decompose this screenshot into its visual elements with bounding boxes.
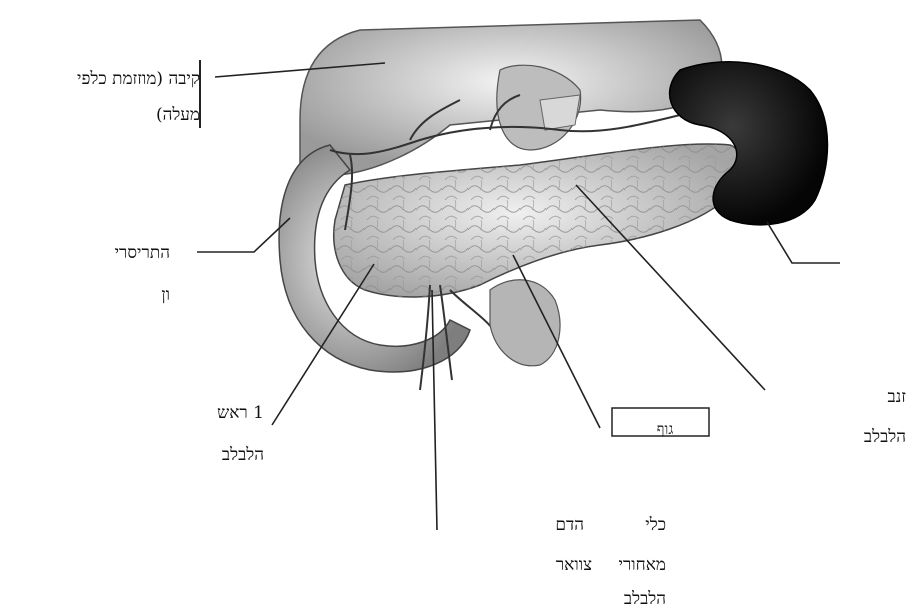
spleen-leader-line bbox=[767, 222, 840, 263]
head-label-line1: 1 ראש bbox=[217, 398, 264, 428]
vessels-label-line5: הלבלב bbox=[624, 584, 666, 614]
duodenum-label-line2: ון bbox=[161, 280, 170, 310]
tail-label-line1: זנב bbox=[888, 382, 906, 412]
vessels-label-line4: צוואר bbox=[556, 550, 592, 580]
body-box-text: גוף bbox=[657, 420, 674, 438]
stomach-label-line1: קיבה (מוזזמת כלפי bbox=[77, 64, 200, 94]
vessels-label-line2: הדם bbox=[555, 510, 584, 540]
stomach-label-line2: מעלה) bbox=[156, 100, 200, 130]
vessels-label-line1: כלי bbox=[645, 510, 666, 540]
vessels-label-line3: מאחורי bbox=[619, 550, 667, 580]
pancreas-illustration bbox=[334, 144, 742, 297]
head-label-line2: הלבלב bbox=[222, 440, 264, 470]
duodenum-leader-line bbox=[197, 218, 290, 252]
body-label-box: גוף bbox=[612, 408, 709, 438]
neck-vessels-leader-line bbox=[432, 290, 437, 530]
tail-label-line2: הלבלב bbox=[864, 422, 906, 452]
duodenum-label-line1: התריסרי bbox=[115, 238, 170, 268]
kidney-illustration bbox=[490, 280, 560, 366]
